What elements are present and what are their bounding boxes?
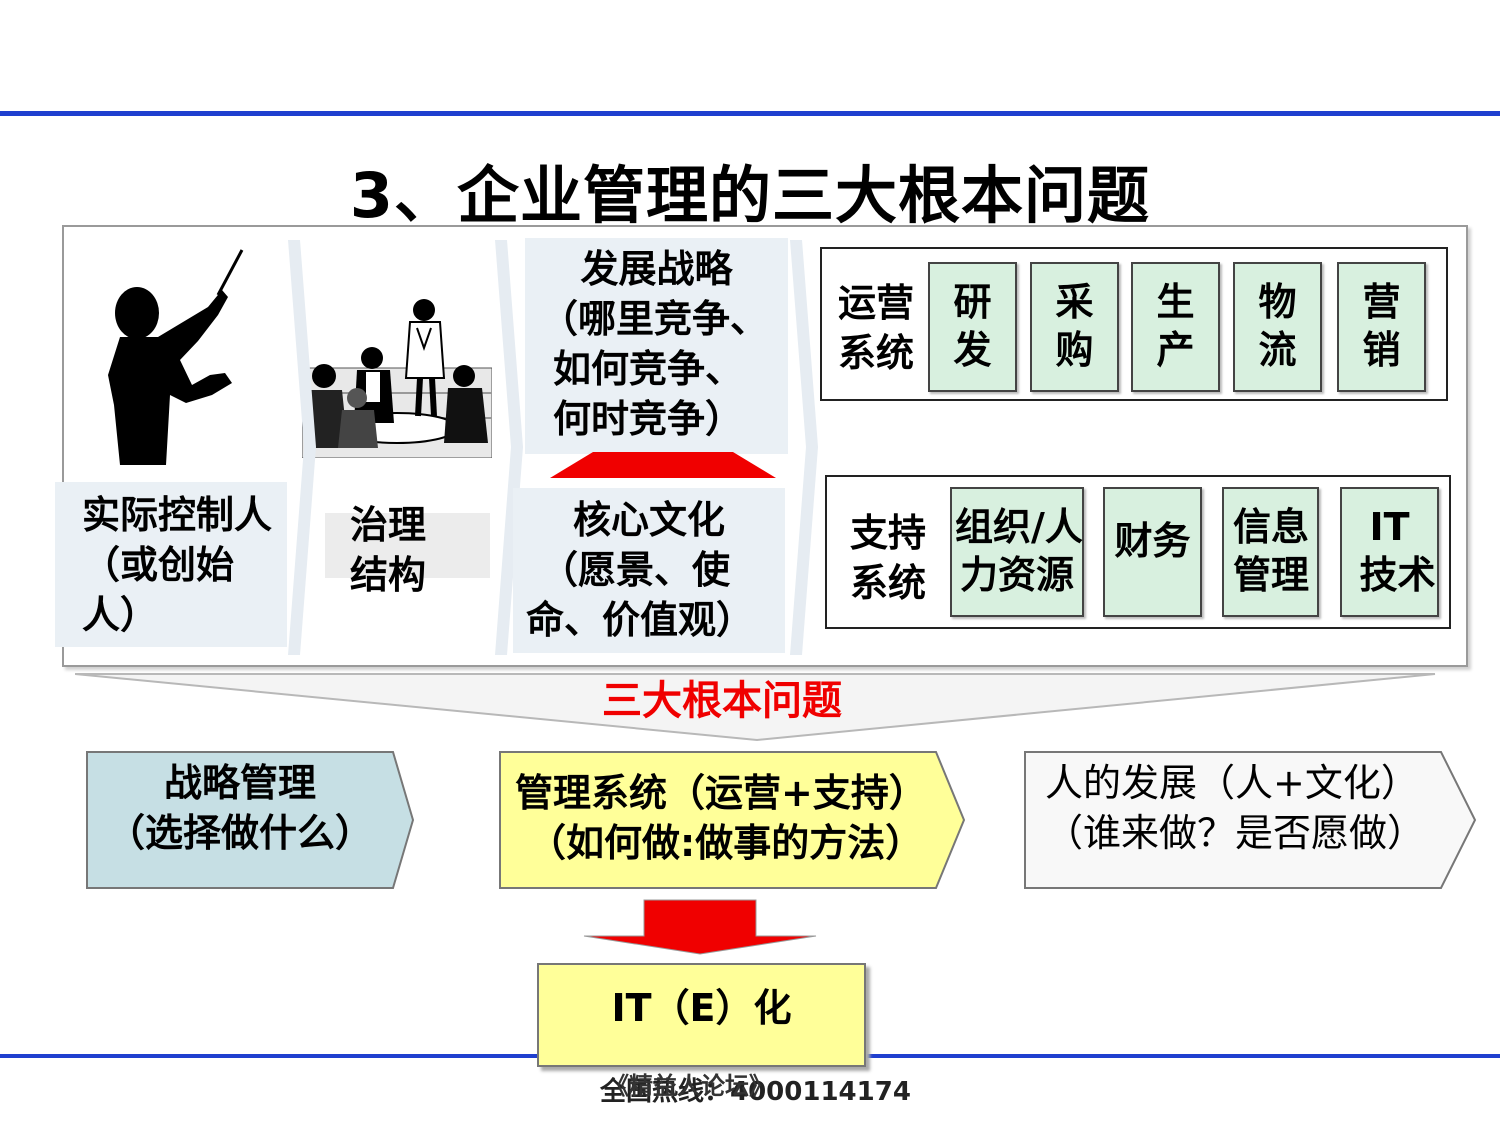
funnel-shape — [75, 673, 1436, 742]
support-label-line2: 系统 — [850, 561, 927, 605]
governance-label-line2: 结构 — [350, 553, 427, 597]
footer-forum: 《精益人论坛》 — [605, 1072, 773, 1100]
separator-chevron-1 — [288, 240, 316, 655]
chevron-3-line1: 人的发展（人+文化） — [1045, 761, 1419, 805]
support-item-info-line2: 管理 — [1232, 553, 1309, 597]
support-item-info-management: 信息 管理 — [1222, 487, 1319, 617]
separator-chevron-3 — [790, 240, 818, 655]
chevron-1-line2: （选择做什么） — [106, 811, 373, 855]
culture-box — [513, 488, 785, 653]
it-box — [537, 963, 866, 1067]
ops-item-rd-line1: 研 — [953, 280, 992, 324]
culture-line2: （愿景、使 — [540, 548, 731, 592]
support-item-hr-line2: 力资源 — [959, 553, 1074, 597]
controller-label: 实际控制人（或创始人） — [82, 493, 273, 637]
slide-title: 3、企业管理的三大根本问题 — [349, 159, 1151, 232]
culture-line1: 核心文化 — [572, 498, 725, 542]
chevron-2-line1: 管理系统（运营+支持） — [515, 771, 927, 815]
ops-item-logistics-line1: 物 — [1258, 280, 1297, 324]
culture-line3: 命、价值观） — [526, 598, 755, 642]
three-problems-label: 三大根本问题 — [602, 678, 842, 724]
support-item-it-line1: IT — [1369, 505, 1410, 549]
chevron-people-development — [1024, 751, 1477, 889]
ops-item-procurement-line1: 采 — [1055, 280, 1094, 324]
strategy-box — [525, 238, 788, 454]
support-item-hr-line1: 组织/人 — [955, 505, 1083, 549]
controller-box — [55, 482, 287, 647]
ops-item-rd: 研 发 — [928, 262, 1017, 392]
ops-item-marketing-line2: 销 — [1362, 328, 1401, 372]
strategy-line2: （哪里竞争、 — [540, 297, 769, 341]
ops-item-production: 生 产 — [1131, 262, 1220, 392]
conductor-silhouette-icon — [108, 249, 244, 465]
governance-box — [325, 513, 490, 578]
support-item-finance-line1: 财务 — [1114, 519, 1191, 563]
strategy-line4: 何时竞争） — [553, 397, 744, 441]
support-item-it-line2: 技术 — [1359, 553, 1436, 597]
ops-item-marketing: 营 销 — [1337, 262, 1426, 392]
strategy-line1: 发展战略 — [580, 247, 733, 291]
ops-item-procurement-line2: 购 — [1055, 328, 1094, 372]
governance-label-line1: 治理 — [350, 503, 427, 547]
ops-item-marketing-line1: 营 — [1362, 280, 1401, 324]
chevron-strategy-management — [86, 751, 415, 889]
ops-item-logistics: 物 流 — [1233, 262, 1322, 392]
chevron-management-system — [499, 751, 966, 889]
support-item-info-line1: 信息 — [1232, 505, 1309, 549]
operations-label-line2: 系统 — [838, 331, 915, 375]
ops-item-production-line1: 生 — [1156, 280, 1195, 324]
ops-item-logistics-line2: 流 — [1258, 328, 1297, 372]
support-item-it-technology: IT 技术 — [1340, 487, 1439, 617]
red-up-arrow — [550, 452, 776, 478]
meeting-illustration-icon — [302, 299, 492, 458]
ops-item-procurement: 采 购 — [1030, 262, 1119, 392]
chevron-3-line2: （谁来做？是否愿做） — [1045, 811, 1426, 855]
support-item-finance: 财务 — [1103, 487, 1202, 617]
chevron-1-line1: 战略管理 — [163, 761, 316, 805]
top-rule-line — [0, 111, 1500, 116]
footer-hotline: 全国热线：4000114174 — [600, 1077, 911, 1107]
it-box-label: IT（E）化 — [611, 986, 792, 1030]
ops-item-production-line2: 产 — [1156, 328, 1195, 372]
support-label-line1: 支持 — [850, 511, 927, 555]
separator-chevron-2 — [495, 240, 523, 655]
operations-label-line1: 运营 — [838, 281, 915, 325]
chevron-2-line2: （如何做:做事的方法） — [528, 821, 924, 865]
support-item-hr: 组织/人 力资源 — [950, 487, 1084, 617]
strategy-line3: 如何竞争、 — [553, 347, 744, 391]
ops-item-rd-line2: 发 — [953, 328, 992, 372]
red-down-arrow — [583, 899, 817, 955]
